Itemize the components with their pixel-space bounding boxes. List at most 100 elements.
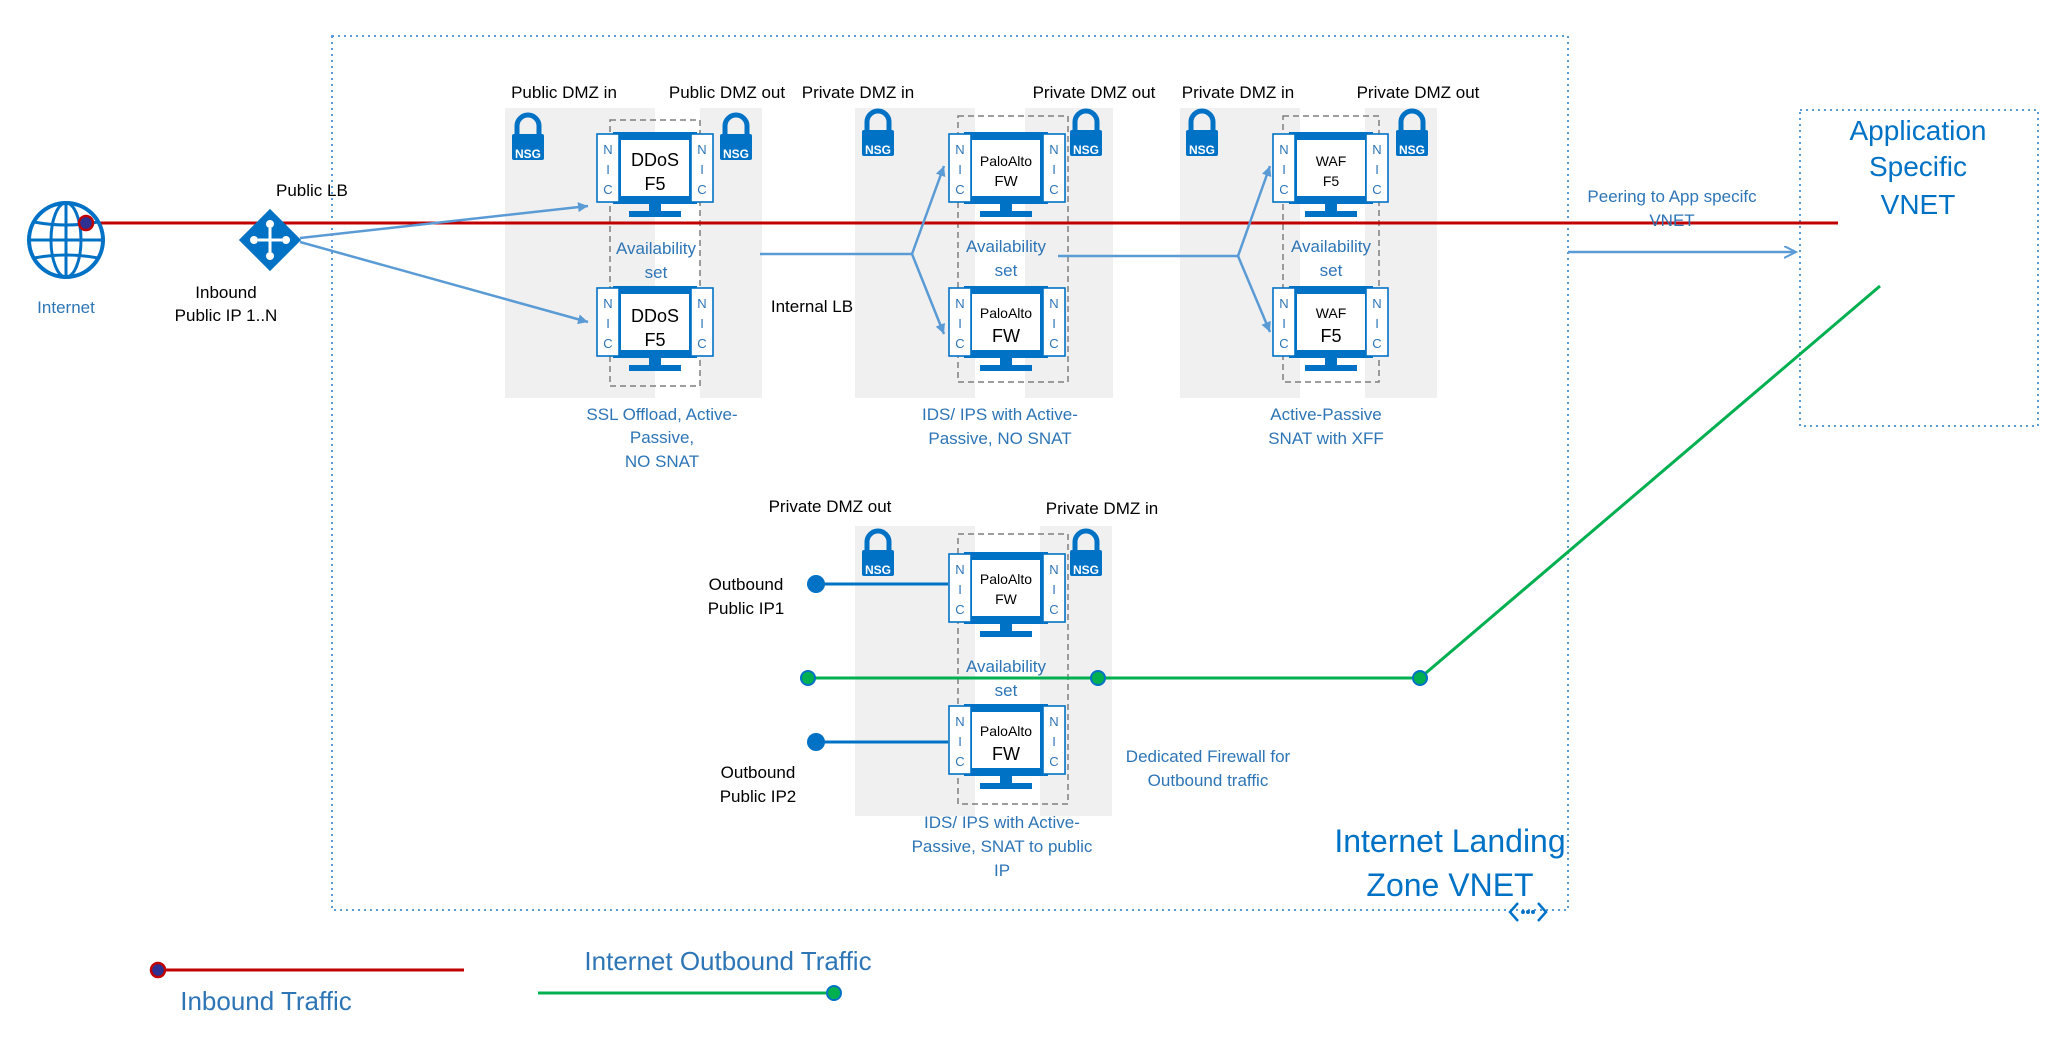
nic-letter: I — [1052, 582, 1056, 597]
nic-letter: I — [958, 316, 962, 331]
nic-letter: C — [1049, 602, 1058, 617]
nsg-label: NSG — [1073, 143, 1099, 157]
outbound-caption-line2: Passive, SNAT to public — [912, 837, 1093, 856]
legend-outbound-node — [826, 985, 842, 1001]
nic-letter: N — [955, 296, 964, 311]
nic-letter: N — [1049, 562, 1058, 577]
globe-icon — [27, 201, 105, 279]
tier3-vm-top-line2: F5 — [1323, 173, 1340, 189]
app-vnet-line1: Application — [1850, 115, 1987, 146]
nic-letter: C — [1372, 336, 1381, 351]
nic-letter: C — [955, 754, 964, 769]
tier2-zone-out-label: Private DMZ out — [1033, 83, 1156, 102]
tier1-availability-set — [609, 119, 701, 387]
outbound-traffic-node-2 — [1090, 670, 1106, 686]
outbound-vm-top-line2: FW — [995, 591, 1018, 607]
outbound-caption-line1: IDS/ IPS with Active- — [924, 813, 1080, 832]
tier3-vm-top-line1: WAF — [1316, 153, 1347, 169]
tier1-avail-line2: set — [645, 263, 668, 282]
app-vnet-line3: VNET — [1881, 189, 1956, 220]
nsg-label: NSG — [1399, 143, 1425, 157]
outbound-zone-out-label: Private DMZ out — [769, 497, 892, 516]
nic-letter: C — [955, 336, 964, 351]
dedicated-firewall-line2: Outbound traffic — [1148, 771, 1269, 790]
tier2-avail-line1: Availability — [966, 237, 1047, 256]
nic-letter: N — [1372, 296, 1381, 311]
nsg-label: NSG — [865, 143, 891, 157]
tier2-vm-bottom-line1: PaloAlto — [980, 305, 1032, 321]
tier3-availability-set — [1282, 115, 1380, 383]
nic-letter: I — [958, 162, 962, 177]
outbound-zone-in-label: Private DMZ in — [1046, 499, 1158, 518]
nic-letter: N — [1049, 714, 1058, 729]
tier1-zone-in-label: Public DMZ in — [511, 83, 617, 102]
tier3-avail-line2: set — [1320, 261, 1343, 280]
tier3-lb-to-bottom — [1236, 255, 1272, 333]
outbound-ip1-line2: Public IP1 — [708, 599, 785, 618]
tier3-zone-in-label: Private DMZ in — [1182, 83, 1294, 102]
internal-lb-to-tier2-top — [910, 165, 946, 255]
outbound-availability-set — [957, 533, 1069, 805]
nic-letter: N — [955, 142, 964, 157]
tier2-caption-line2: Passive, NO SNAT — [928, 429, 1071, 448]
outbound-caption-line3: IP — [994, 861, 1010, 880]
nic-letter: I — [700, 316, 704, 331]
nic-letter: C — [1279, 182, 1288, 197]
tier2-availability-set — [957, 115, 1069, 383]
tier1-zone-out-label: Public DMZ out — [669, 83, 785, 102]
vnet-peering-icon — [1508, 902, 1548, 922]
nic-letter: N — [1279, 142, 1288, 157]
legend-outbound-label: Internet Outbound Traffic — [584, 946, 871, 976]
tier3-avail-line1: Availability — [1291, 237, 1372, 256]
inbound-ip-line1: Inbound — [195, 283, 256, 302]
nic-letter: N — [1279, 296, 1288, 311]
nic-letter: I — [1052, 162, 1056, 177]
nic-letter: I — [1282, 162, 1286, 177]
tier1-caption-line3: NO SNAT — [625, 452, 699, 471]
nic-letter: N — [955, 714, 964, 729]
nsg-label: NSG — [515, 147, 541, 161]
peering-label-line2: VNET — [1649, 211, 1694, 230]
nic-letter: C — [697, 336, 706, 351]
nic-letter: N — [1049, 296, 1058, 311]
outbound-vm-bottom-line1: PaloAlto — [980, 723, 1032, 739]
nic-letter: N — [603, 296, 612, 311]
tier3-vm-bottom-line2: F5 — [1320, 326, 1341, 346]
tier3-zone-out-label: Private DMZ out — [1357, 83, 1480, 102]
nic-letter: N — [603, 142, 612, 157]
nsg-label: NSG — [1189, 143, 1215, 157]
nic-letter: I — [700, 162, 704, 177]
tier2-vm-bottom-line2: FW — [992, 326, 1020, 346]
nic-letter: I — [1052, 316, 1056, 331]
nic-letter: C — [1049, 754, 1058, 769]
internal-lb-label: Internal LB — [771, 297, 853, 316]
app-vnet-line2: Specific — [1869, 151, 1967, 182]
public-lb-title: Public LB — [276, 181, 348, 200]
load-balancer-icon — [238, 208, 302, 272]
nic-letter: N — [1372, 142, 1381, 157]
tier1-vm-top-line2: F5 — [644, 174, 665, 194]
outbound-avail-line1: Availability — [966, 657, 1047, 676]
outbound-vm-top-line1: PaloAlto — [980, 571, 1032, 587]
nsg-label: NSG — [865, 563, 891, 577]
nic-letter: N — [697, 296, 706, 311]
lb-to-tier1-bottom-link — [299, 240, 589, 325]
nic-letter: I — [958, 582, 962, 597]
tier3-caption-line1: Active-Passive — [1270, 405, 1381, 424]
tier1-caption-line2: Passive, — [630, 428, 694, 447]
nic-letter: C — [697, 182, 706, 197]
nic-letter: I — [958, 734, 962, 749]
nic-letter: I — [606, 316, 610, 331]
nic-letter: I — [606, 162, 610, 177]
nic-letter: I — [1375, 316, 1379, 331]
tier2-zone-in-label: Private DMZ in — [802, 83, 914, 102]
nic-letter: C — [1049, 182, 1058, 197]
tier1-vm-bottom-line2: F5 — [644, 330, 665, 350]
outbound-ip2-line1: Outbound — [721, 763, 796, 782]
legend-inbound-node — [149, 961, 167, 979]
outbound-ip1-node — [807, 575, 825, 593]
nsg-label: NSG — [723, 147, 749, 161]
nic-letter: I — [1052, 734, 1056, 749]
outbound-ip2-line2: Public IP2 — [720, 787, 797, 806]
